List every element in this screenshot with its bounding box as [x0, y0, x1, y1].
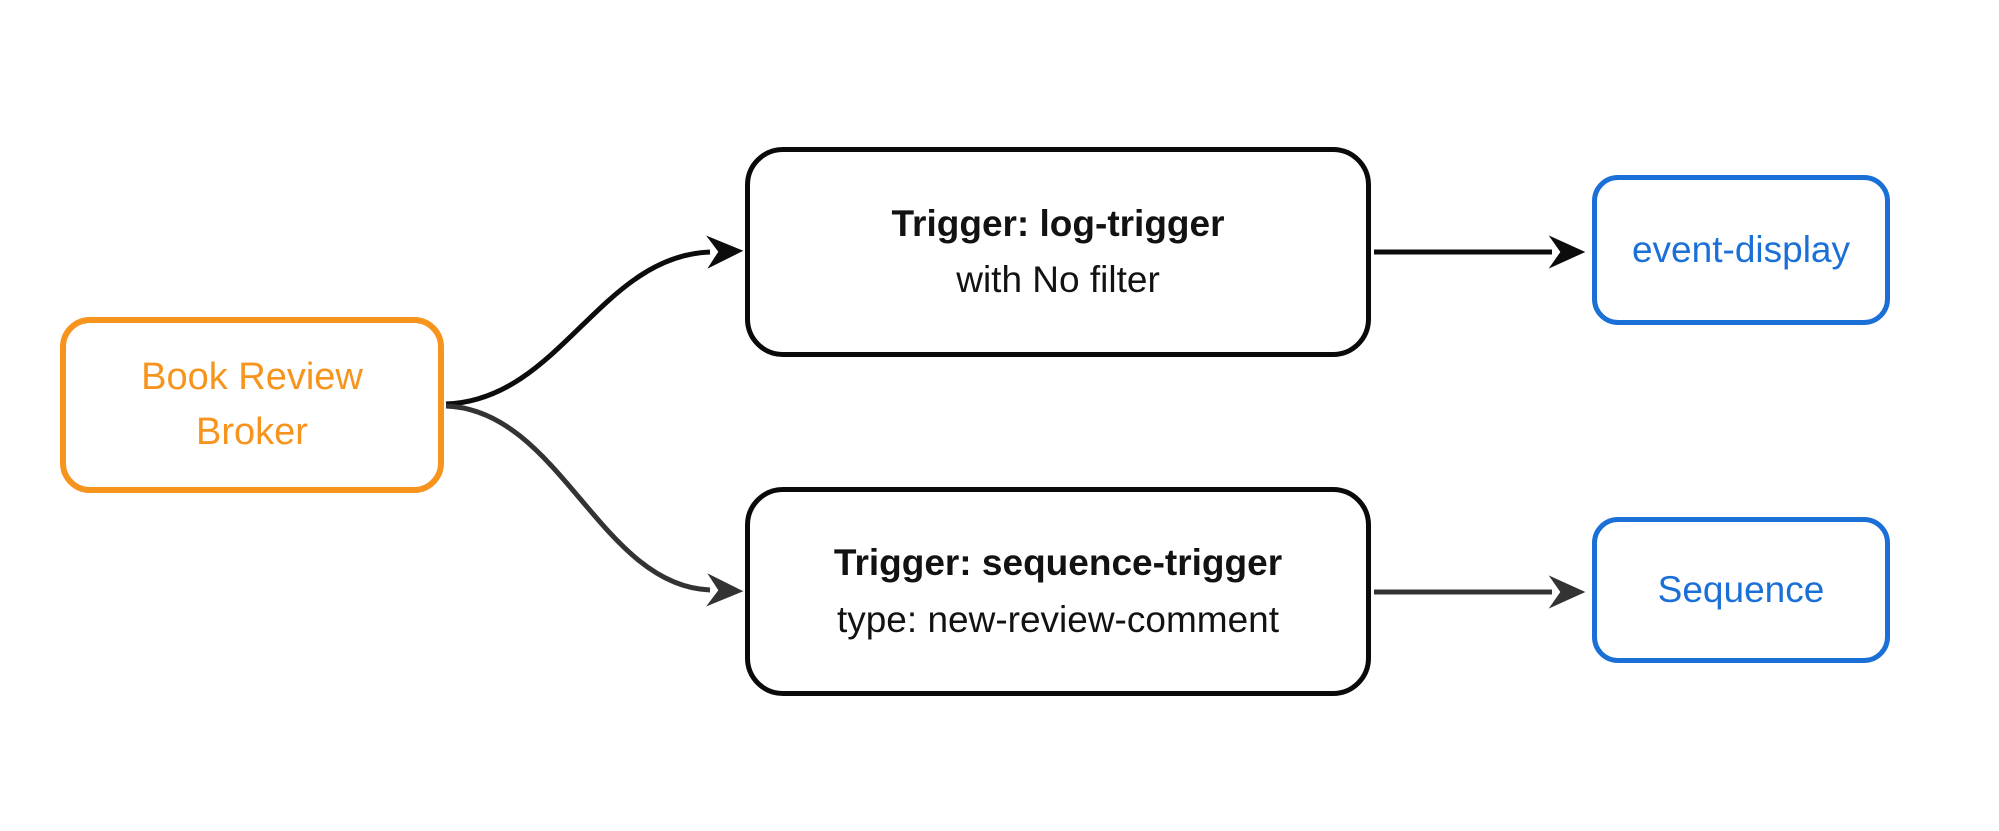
edge-broker-to-sequence-trigger	[445, 403, 744, 607]
sequence-trigger-title: Trigger: sequence-trigger	[833, 542, 1283, 584]
event-display-label: event-display	[1631, 229, 1850, 270]
sequence-label: Sequence	[1657, 569, 1825, 610]
node-sequence: Sequence	[1592, 517, 1890, 663]
edge-broker-to-log-trigger	[445, 235, 744, 407]
node-log-trigger: Trigger: log-trigger with No filter	[745, 147, 1371, 357]
node-sequence-trigger: Trigger: sequence-trigger type: new-revi…	[745, 487, 1371, 696]
sequence-trigger-subtitle: type: new-review-comment	[836, 598, 1280, 640]
log-trigger-subtitle: with No filter	[956, 259, 1160, 300]
broker-label-line-2: Broker	[196, 411, 308, 453]
node-book-review-broker: Book Review Broker	[60, 317, 444, 493]
node-event-display: event-display	[1592, 175, 1890, 325]
broker-label-line-1: Book Review	[141, 355, 363, 398]
log-trigger-title: Trigger: log-trigger	[891, 202, 1225, 244]
